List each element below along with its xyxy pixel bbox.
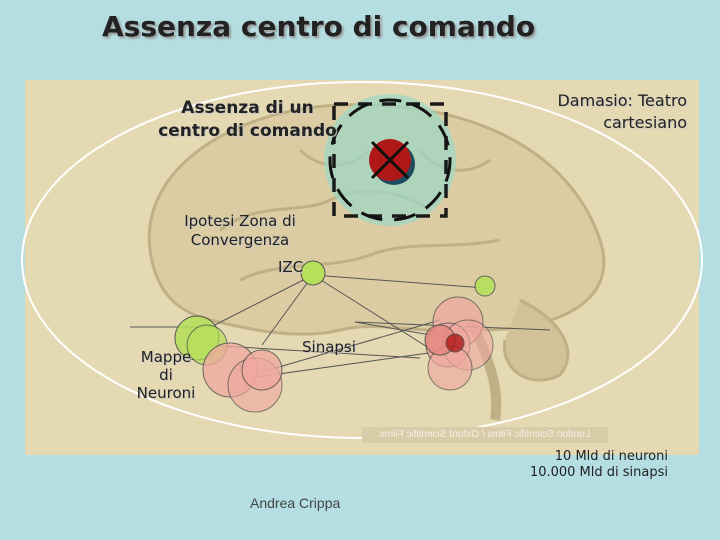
damasio-label: Damasio: Teatro cartesiano (505, 90, 687, 134)
izc-node (300, 260, 326, 286)
command-center (324, 94, 456, 226)
ipotesi-label-line: Convergenza (190, 231, 290, 249)
damasio-label-line: Damasio: Teatro (557, 91, 687, 110)
ipotesi-label: Ipotesi Zona di Convergenza (170, 212, 310, 250)
small-green-node (474, 275, 496, 297)
damasio-label-line: cartesiano (603, 113, 687, 132)
mappe-label: Mappe di Neuroni (128, 348, 204, 402)
ipotesi-label-line: Ipotesi Zona di (184, 212, 296, 230)
stats-block: 10 Mld di neuroni 10.000 Mld di sinapsi (480, 449, 668, 481)
stat-neuroni: 10 Mld di neuroni (554, 449, 668, 464)
sinapsi-label: Sinapsi (302, 338, 356, 356)
author-credit: Andrea Crippa (250, 495, 341, 511)
neuron-map-cluster (174, 315, 283, 413)
dashed-circle-outline (328, 98, 452, 222)
dashed-square-outline (332, 102, 448, 218)
cross-out-line (370, 140, 410, 180)
mappe-label-line: Neuroni (136, 384, 196, 402)
assenza-label: Assenza di un centro di comando (140, 97, 355, 143)
mappe-label-line: di (159, 366, 173, 384)
image-credit-watermark: London Scientific Films / Oxford Scienti… (362, 427, 608, 443)
synapse-cluster (424, 296, 494, 391)
mappe-label-line: Mappe (140, 348, 192, 366)
assenza-label-line: centro di comando (158, 121, 337, 141)
slide-title: Assenza centro di comando (102, 10, 536, 43)
stat-sinapsi: 10.000 Mld di sinapsi (529, 465, 668, 480)
izc-label: IZC (278, 258, 304, 276)
assenza-label-line: Assenza di un (181, 98, 314, 118)
